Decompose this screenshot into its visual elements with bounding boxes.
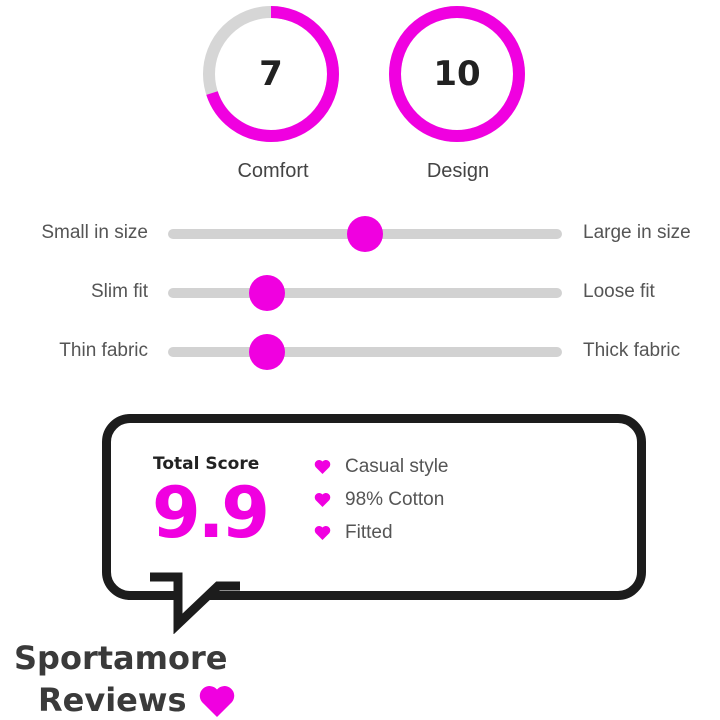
comfort-ring-fill: [203, 6, 339, 142]
design-ring-fill: [389, 6, 525, 142]
slider-size-thumb[interactable]: [347, 216, 383, 252]
slider-size[interactable]: Small in size Large in size: [0, 214, 720, 254]
feature-text: 98% Cotton: [345, 488, 445, 510]
slider-fit[interactable]: Slim fit Loose fit: [0, 273, 720, 313]
slider-fit-min-label: Slim fit: [91, 281, 148, 302]
slider-fabric-min-label: Thin fabric: [59, 340, 148, 361]
slider-size-min-label: Small in size: [41, 222, 148, 243]
brand-subtitle: Reviews: [38, 681, 187, 719]
comfort-score: 7: [259, 54, 283, 94]
slider-fit-track[interactable]: [168, 275, 562, 311]
feature-text: Casual style: [345, 455, 449, 477]
score-bubble: [102, 414, 646, 600]
heart-icon: [314, 492, 331, 507]
heart-icon: [199, 686, 235, 717]
comfort-ring-chart: [203, 6, 339, 142]
feature-list: Casual style 98% Cotton Fitted: [314, 450, 449, 549]
bubble-tail: [150, 572, 240, 634]
design-ring-chart: [389, 6, 525, 142]
slider-fabric-thumb[interactable]: [248, 334, 285, 370]
slider-fabric-track[interactable]: [168, 334, 562, 370]
rating-ring-design: 10: [385, 2, 529, 146]
design-label: Design: [426, 160, 490, 182]
total-score-value: 9.9: [152, 472, 270, 554]
design-score: 10: [433, 54, 481, 94]
brand-name: Sportamore: [14, 639, 228, 677]
slider-size-max-label: Large in size: [583, 222, 691, 243]
slider-fabric[interactable]: Thin fabric Thick fabric: [0, 332, 720, 372]
slider-size-track[interactable]: [168, 216, 562, 252]
slider-fit-max-label: Loose fit: [583, 281, 655, 302]
feature-text: Fitted: [345, 521, 393, 543]
slider-fit-thumb[interactable]: [248, 275, 285, 311]
rating-ring-comfort: 7: [199, 2, 343, 146]
list-item: 98% Cotton: [314, 483, 449, 516]
list-item: Fitted: [314, 516, 449, 549]
heart-icon: [314, 525, 331, 540]
slider-fabric-max-label: Thick fabric: [583, 340, 681, 361]
heart-icon: [314, 459, 331, 474]
comfort-label: Comfort: [237, 160, 309, 182]
total-score-label: Total Score: [153, 454, 260, 474]
list-item: Casual style: [314, 450, 449, 483]
